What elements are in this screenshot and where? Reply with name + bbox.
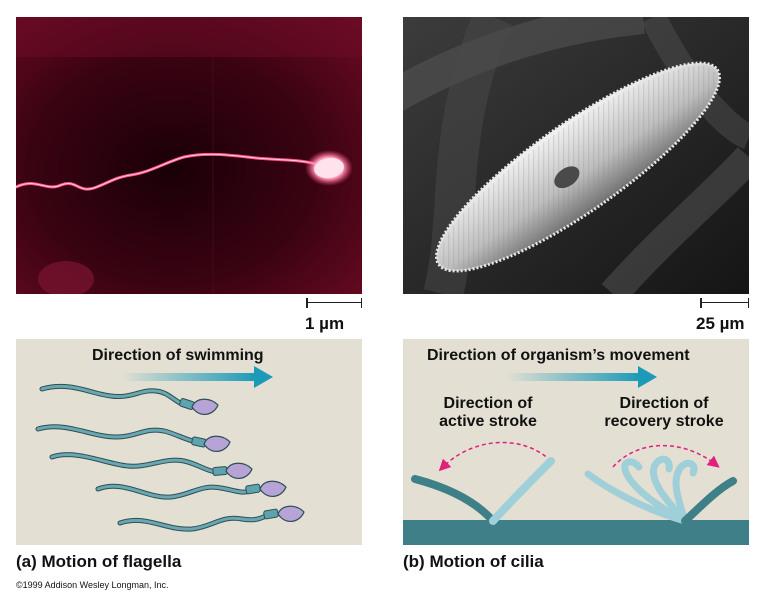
- flagella-diagram-panel: Direction of swimming: [16, 339, 362, 545]
- caption-a-letter: (a): [16, 552, 37, 571]
- caption-a-text: Motion of flagella: [41, 552, 182, 571]
- sperm-cell-2: [35, 424, 231, 452]
- scale-bar-left: [306, 298, 362, 313]
- scale-label-right: 25 µm: [696, 314, 745, 333]
- scale-label-left: 1 µm: [305, 314, 345, 333]
- sperm-cell-3: [49, 452, 253, 479]
- flagellum-micrograph: [16, 17, 362, 294]
- recovery-stroke-label: Direction of recovery stroke: [589, 395, 739, 431]
- direction-of-swimming-label: Direction of swimming: [92, 347, 264, 364]
- cilium-active-stroke: [411, 475, 497, 525]
- active-stroke-label: Direction of active stroke: [423, 395, 553, 431]
- caption-b: (b) Motion of cilia: [403, 552, 544, 572]
- cilia-recovery-sequence: [584, 455, 737, 525]
- sperm-cell-1: [39, 383, 219, 415]
- paramecium-micrograph: [403, 17, 749, 294]
- caption-a: (a) Motion of flagella: [16, 552, 181, 572]
- active-stroke-label-line2: active stroke: [439, 413, 537, 430]
- copyright-text: ©1999 Addison Wesley Longman, Inc.: [16, 580, 169, 590]
- direction-of-movement-label: Direction of organism’s movement: [427, 347, 690, 364]
- caption-b-text: Motion of cilia: [429, 552, 544, 571]
- cell-surface: [403, 520, 749, 545]
- sperm-cell-5: [117, 505, 305, 532]
- cilia-diagram-graphic: [403, 366, 749, 545]
- cilia-diagram-panel: Direction of organism’s movement Directi…: [403, 339, 749, 545]
- recovery-stroke-arrow: [612, 444, 720, 468]
- cilium-active-start: [489, 457, 555, 525]
- active-stroke-label-line1: Direction of: [443, 395, 533, 412]
- recovery-stroke-label-line1: Direction of: [619, 395, 709, 412]
- movement-direction-arrow: [506, 366, 657, 388]
- flagella-diagram-graphic: [35, 366, 305, 532]
- caption-b-letter: (b): [403, 552, 425, 571]
- sperm-cell-4: [95, 480, 287, 500]
- swimming-direction-arrow: [121, 366, 273, 388]
- scale-bar-right: [700, 298, 749, 313]
- flagellum-micrograph-image: [16, 17, 362, 294]
- paramecium-micrograph-image: [403, 17, 749, 294]
- active-stroke-arrow: [438, 441, 552, 472]
- recovery-stroke-label-line2: recovery stroke: [604, 413, 724, 430]
